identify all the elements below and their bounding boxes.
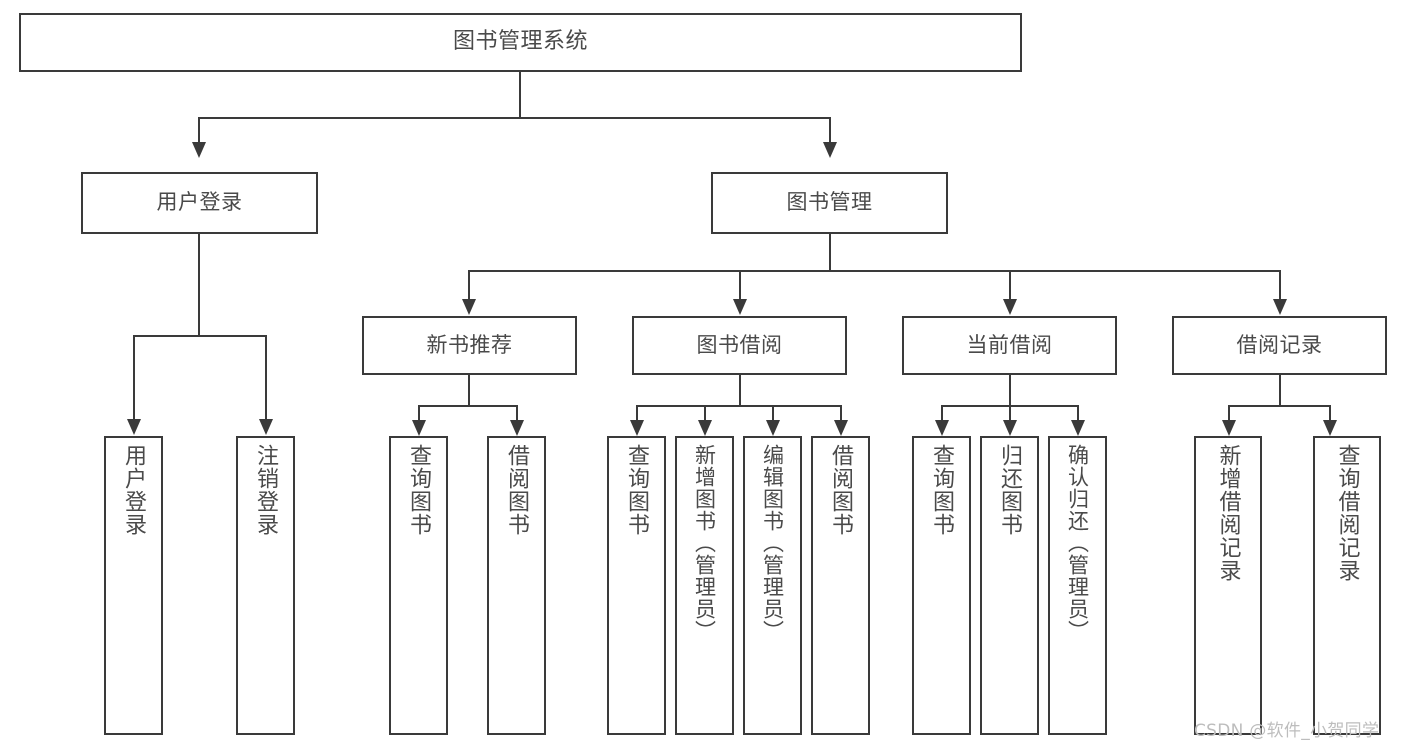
node-label: 注销登录 [253, 444, 279, 536]
arrow-to-borrow-record [1273, 299, 1287, 315]
node-label: 图书管理系统 [452, 29, 588, 55]
node-leaf-edit-book[interactable]: 编辑图书（管理员） [743, 436, 802, 735]
edge-root-to-user-login [198, 117, 200, 144]
edge-book-borrow-bus [636, 405, 842, 407]
arrow-to-book-borrow [733, 299, 747, 315]
node-leaf-return-book[interactable]: 归还图书 [980, 436, 1039, 735]
edge-new-book-to-leaf-2 [516, 405, 518, 423]
node-label: 查询图书 [406, 444, 432, 536]
node-new-book-recommend[interactable]: 新书推荐 [362, 316, 577, 375]
node-label: 查询图书 [624, 444, 650, 536]
node-label: 新增借阅记录 [1215, 444, 1241, 582]
node-label: 查询借阅记录 [1334, 444, 1360, 582]
edge-new-book-bus [418, 405, 518, 407]
edge-borrow-record-to-leaf-1 [1228, 405, 1230, 423]
edge-borrow-record-to-leaf-2 [1329, 405, 1331, 423]
node-book-borrow[interactable]: 图书借阅 [632, 316, 847, 375]
edge-book-borrow-to-leaf-2 [704, 405, 706, 423]
arrow-to-leaf-query-book-1 [412, 420, 426, 436]
edge-book-borrow-to-leaf-1 [636, 405, 638, 423]
node-leaf-query-record[interactable]: 查询借阅记录 [1313, 436, 1381, 735]
edge-user-login-stem [198, 234, 200, 336]
arrow-to-leaf-edit-book [766, 420, 780, 436]
arrow-to-leaf-add-book [698, 420, 712, 436]
edge-user-login-bus [133, 335, 265, 337]
arrow-to-leaf-return-book [1003, 420, 1017, 436]
node-leaf-borrow-book-1[interactable]: 借阅图书 [487, 436, 546, 735]
edge-user-login-to-leaf-2 [265, 335, 267, 421]
edge-root-stem [519, 72, 521, 118]
edge-borrow-record-stem [1279, 375, 1281, 407]
arrow-to-current-borrow [1003, 299, 1017, 315]
arrow-to-leaf-borrow-book-2 [834, 420, 848, 436]
edge-current-borrow-to-leaf-2 [1009, 405, 1011, 423]
edge-book-manage-bus [468, 270, 1281, 272]
node-label: 借阅记录 [1236, 332, 1323, 357]
node-current-borrow[interactable]: 当前借阅 [902, 316, 1117, 375]
edge-book-manage-to-l3-4 [1279, 270, 1281, 301]
arrow-to-leaf-user-login [127, 419, 141, 435]
arrow-to-leaf-add-record [1222, 420, 1236, 436]
edge-book-borrow-to-leaf-4 [840, 405, 842, 423]
node-user-login[interactable]: 用户登录 [81, 172, 318, 234]
node-leaf-confirm-return[interactable]: 确认归还（管理员） [1048, 436, 1107, 735]
node-label: 查询图书 [929, 444, 955, 536]
node-leaf-logout-login[interactable]: 注销登录 [236, 436, 295, 735]
node-label: 用户登录 [121, 444, 147, 536]
edge-book-manage-to-l3-3 [1009, 270, 1011, 301]
node-label: 借阅图书 [504, 444, 530, 536]
node-label: 借阅图书 [828, 444, 854, 536]
node-leaf-add-book[interactable]: 新增图书（管理员） [675, 436, 734, 735]
edge-root-bus [198, 117, 831, 119]
edge-book-manage-stem [829, 234, 831, 271]
edge-book-manage-to-l3-2 [739, 270, 741, 301]
edge-borrow-record-bus [1228, 405, 1331, 407]
edge-current-borrow-to-leaf-3 [1077, 405, 1079, 423]
node-leaf-query-book-2[interactable]: 查询图书 [607, 436, 666, 735]
edge-current-borrow-to-leaf-1 [941, 405, 943, 423]
arrow-to-new-book-recommend [462, 299, 476, 315]
node-label: 用户登录 [156, 190, 243, 215]
node-borrow-record[interactable]: 借阅记录 [1172, 316, 1387, 375]
node-label: 新增图书（管理员） [692, 444, 717, 642]
node-root-system[interactable]: 图书管理系统 [19, 13, 1022, 72]
arrow-to-leaf-logout-login [259, 419, 273, 435]
node-book-manage[interactable]: 图书管理 [711, 172, 948, 234]
node-leaf-query-book-3[interactable]: 查询图书 [912, 436, 971, 735]
arrow-to-leaf-query-book-3 [935, 420, 949, 436]
arrow-to-leaf-confirm-return [1071, 420, 1085, 436]
node-leaf-add-record[interactable]: 新增借阅记录 [1194, 436, 1262, 735]
edge-user-login-to-leaf-1 [133, 335, 135, 421]
edge-root-to-book-manage [829, 117, 831, 144]
node-leaf-borrow-book-2[interactable]: 借阅图书 [811, 436, 870, 735]
node-label: 归还图书 [997, 444, 1023, 536]
arrow-to-leaf-borrow-book-1 [510, 420, 524, 436]
arrow-to-leaf-query-book-2 [630, 420, 644, 436]
node-leaf-query-book-1[interactable]: 查询图书 [389, 436, 448, 735]
arrow-to-book-manage [823, 142, 837, 158]
node-label: 确认归还（管理员） [1065, 444, 1090, 642]
node-label: 新书推荐 [426, 332, 513, 357]
arrow-to-leaf-query-record [1323, 420, 1337, 436]
edge-book-manage-to-l3-1 [468, 270, 470, 301]
edge-new-book-stem [468, 375, 470, 407]
node-label: 图书管理 [786, 190, 873, 215]
edge-book-borrow-to-leaf-3 [772, 405, 774, 423]
node-label: 图书借阅 [696, 332, 783, 357]
edge-new-book-to-leaf-1 [418, 405, 420, 423]
arrow-to-user-login [192, 142, 206, 158]
edge-book-borrow-stem [739, 375, 741, 407]
node-label: 当前借阅 [966, 332, 1053, 357]
edge-current-borrow-stem [1009, 375, 1011, 407]
node-leaf-user-login[interactable]: 用户登录 [104, 436, 163, 735]
node-label: 编辑图书（管理员） [760, 444, 785, 642]
